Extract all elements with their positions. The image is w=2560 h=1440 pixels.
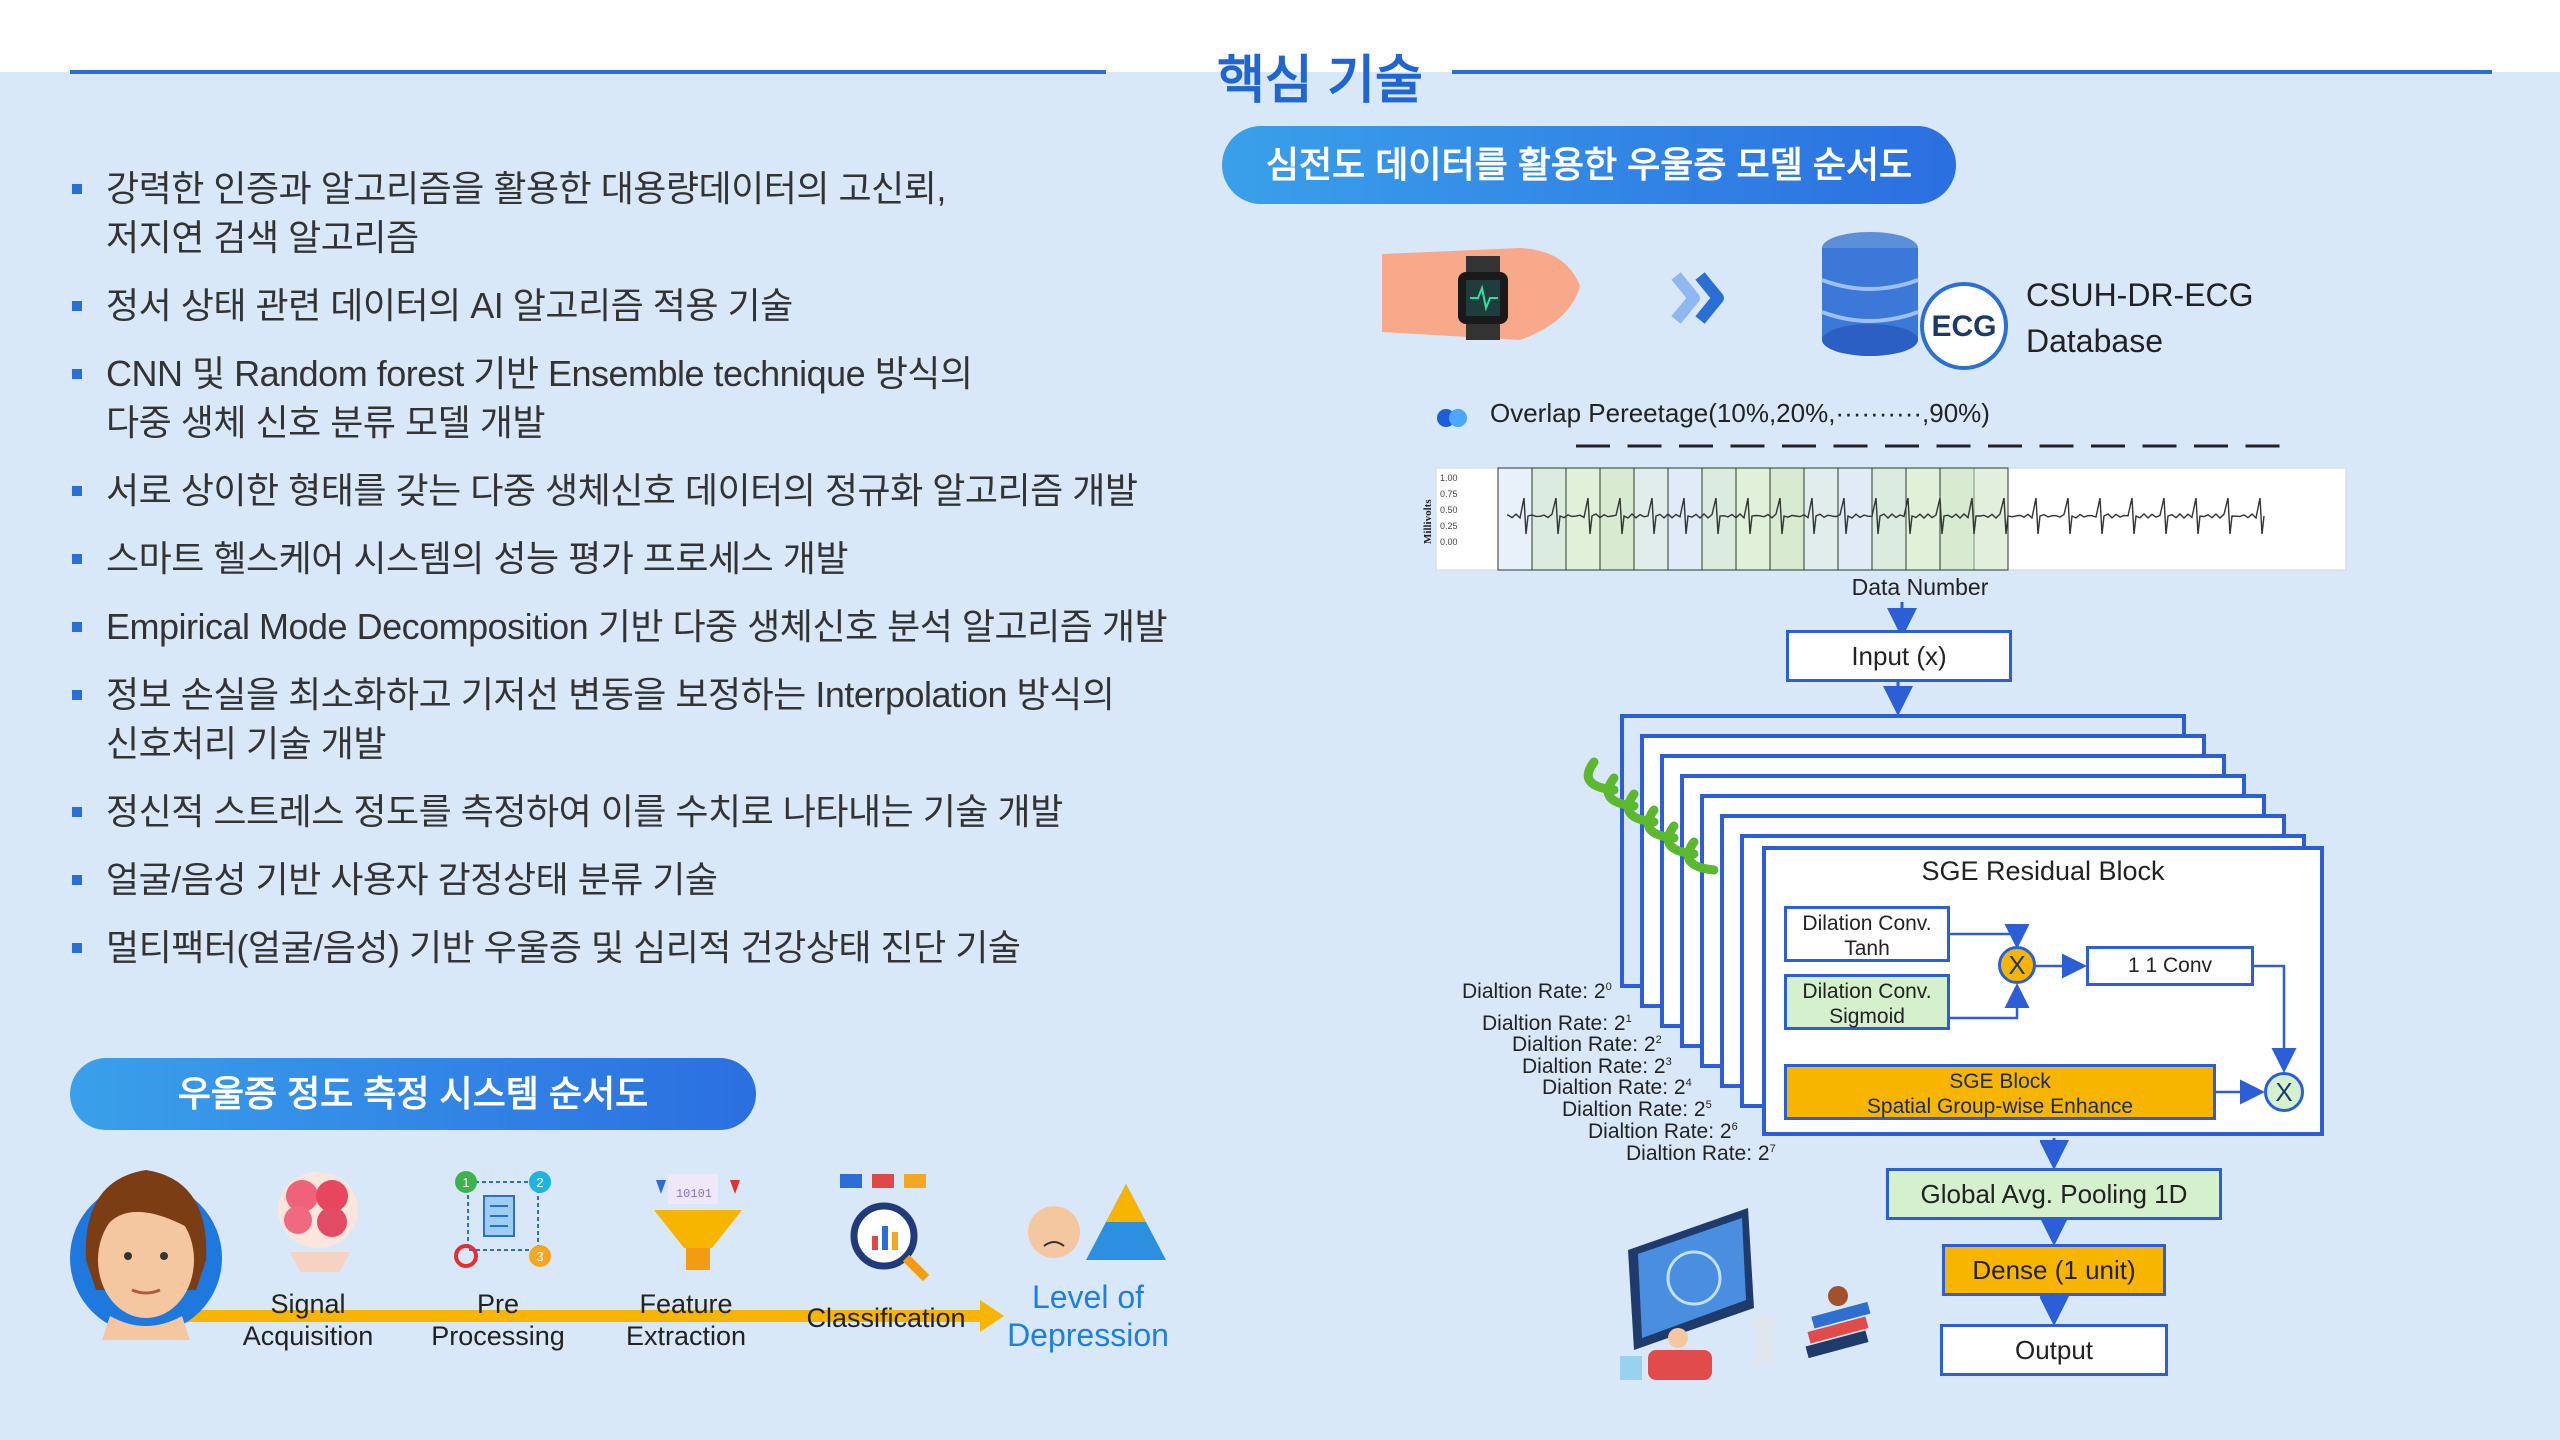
dense-layer-box: Dense (1 unit) (1942, 1244, 2166, 1296)
ecg-signal-trace (1507, 497, 2265, 535)
ecg-y-ticks: 1.00 0.75 0.50 0.25 0.00 (1440, 470, 1458, 550)
ecg-y-tick: 0.75 (1440, 489, 1458, 499)
dilation-rate-label: Dialtion Rate: 23 (1522, 1055, 1672, 1078)
svg-text:10101: 10101 (676, 1187, 712, 1201)
classification-search-icon (840, 1174, 930, 1282)
dilation-conv-tanh: Dilation Conv. Tanh (1784, 906, 1950, 962)
ecg-badge: ECG (1920, 282, 2008, 370)
residual-spring-icon (1583, 757, 1719, 875)
stage-feature-extraction: Feature Extraction (625, 1289, 747, 1351)
ecg-window-plot (1435, 444, 2347, 571)
sge-block-internal-arrows (1950, 924, 2297, 1105)
database-name: CSUH-DR-ECG Database (2026, 277, 2254, 359)
sge-block-box: SGE Block Spatial Group-wise Enhance (1784, 1064, 2216, 1120)
overlap-legend-dots (1437, 409, 1467, 427)
sge-block-title: SGE Residual Block (1921, 856, 2165, 886)
multiply-node-gate: X (1998, 946, 2036, 984)
flow-arrow-head (980, 1300, 1004, 1332)
bullet-item: 스마트 헬스케어 시스템의 성능 평가 프로세스 개발 (68, 534, 1198, 583)
bullet-item: Empirical Mode Decomposition 기반 다중 생체신호 … (68, 602, 1198, 651)
bullet-item: 정신적 스트레스 정도를 측정하여 이를 수치로 나타내는 기술 개발 (68, 787, 1198, 836)
dilation-conv-sigmoid: Dilation Conv. Sigmoid (1784, 974, 1950, 1030)
output-box: Output (1940, 1324, 2168, 1376)
dilation-rate-label: Dialtion Rate: 24 (1542, 1076, 1692, 1099)
dilation-rate-label: Dialtion Rate: 27 (1626, 1142, 1776, 1165)
books-reader-icon (1805, 1286, 1871, 1359)
stage-signal-acquisition: Signal Acquisition (242, 1289, 374, 1351)
dilation-rate-label: Dialtion Rate: 26 (1588, 1120, 1738, 1143)
head-connectors (2040, 1138, 2069, 1326)
ecg-y-tick: 0.50 (1440, 505, 1458, 515)
depression-system-flow-title: 우울증 정도 측정 시스템 순서도 (70, 1058, 756, 1130)
preprocessing-icon: 1 2 3 (454, 1171, 551, 1268)
ai-diagnosis-illustration (1620, 1208, 1871, 1380)
wrist-watch-icon (1382, 248, 1580, 340)
bullet-item: 정서 상태 관련 데이터의 AI 알고리즘 적용 기술 (68, 281, 1198, 330)
svg-text:1: 1 (462, 1175, 469, 1190)
title-divider-right (1452, 70, 2492, 74)
robot-icon (1752, 1314, 1776, 1366)
brain-icon (278, 1172, 358, 1272)
stage-pre-processing: Pre Processing (431, 1289, 565, 1351)
data-number-label: Data Number (1851, 574, 1989, 600)
dilation-rate-label: Dialtion Rate: 21 (1482, 1012, 1632, 1035)
bullet-item: 강력한 인증과 알고리즘을 활용한 대용량데이터의 고신뢰, 저지연 검색 알고… (68, 164, 1198, 262)
bullet-item: CNN 및 Random forest 기반 Ensemble techniqu… (68, 349, 1198, 447)
svg-text:2: 2 (536, 1175, 543, 1190)
flow-arrow-shaft (180, 1310, 980, 1322)
ecg-y-tick: 0.00 (1440, 537, 1458, 547)
one-by-one-conv: 1 1 Conv (2086, 946, 2254, 986)
database-icon (1821, 232, 1919, 356)
dilation-rate-label: Dialtion Rate: 25 (1562, 1098, 1712, 1121)
dilation-rate-label: Dialtion Rate: 22 (1512, 1033, 1662, 1056)
depression-level-icon (1026, 1184, 1166, 1260)
ecg-window-segment (1939, 467, 2009, 571)
double-chevron-icon (1671, 272, 1724, 324)
ecg-model-flow-title: 심전도 데이터를 활용한 우울증 모델 순서도 (1222, 126, 1956, 204)
stage-classification: Classification (806, 1303, 966, 1333)
ecg-y-tick: 0.25 (1440, 521, 1458, 531)
title-divider-left (70, 70, 1106, 74)
depression-flow-illustration: 1 2 3 10101 (70, 1170, 1166, 1340)
level-of-depression-label: Level of Depression (1007, 1279, 1169, 1353)
bullet-item: 멀티팩터(얼굴/음성) 기반 우울증 및 심리적 건강상태 진단 기술 (68, 923, 1198, 972)
tech-bullet-list: 강력한 인증과 알고리즘을 활용한 대용량데이터의 고신뢰, 저지연 검색 알고… (68, 164, 1198, 991)
feature-funnel-icon: 10101 (654, 1174, 742, 1270)
bullet-item: 정보 손실을 최소화하고 기저선 변동을 보정하는 Interpolation … (68, 670, 1198, 768)
person-on-sofa-icon (1620, 1328, 1712, 1380)
bullet-item: 서로 상이한 형태를 갖는 다중 생체신호 데이터의 정규화 알고리즘 개발 (68, 466, 1198, 515)
page-title: 핵심 기술 (1217, 52, 1423, 110)
dilation-rate-label: Dialtion Rate: 20 (1462, 980, 1612, 1003)
global-avg-pooling-box: Global Avg. Pooling 1D (1886, 1168, 2222, 1220)
overlap-label: Overlap Pereetage(10%,20%,··········,90%… (1490, 398, 1990, 428)
svg-text:3: 3 (536, 1249, 543, 1264)
person-avatar-icon (70, 1170, 222, 1340)
multiply-node-output: X (2264, 1072, 2304, 1112)
watch-to-database-illustration (1382, 232, 1919, 356)
ai-monitor-icon (1628, 1208, 1754, 1350)
input-box: Input (x) (1786, 630, 2012, 682)
ecg-y-tick: 1.00 (1440, 473, 1458, 483)
bullet-item: 얼굴/음성 기반 사용자 감정상태 분류 기술 (68, 855, 1198, 904)
